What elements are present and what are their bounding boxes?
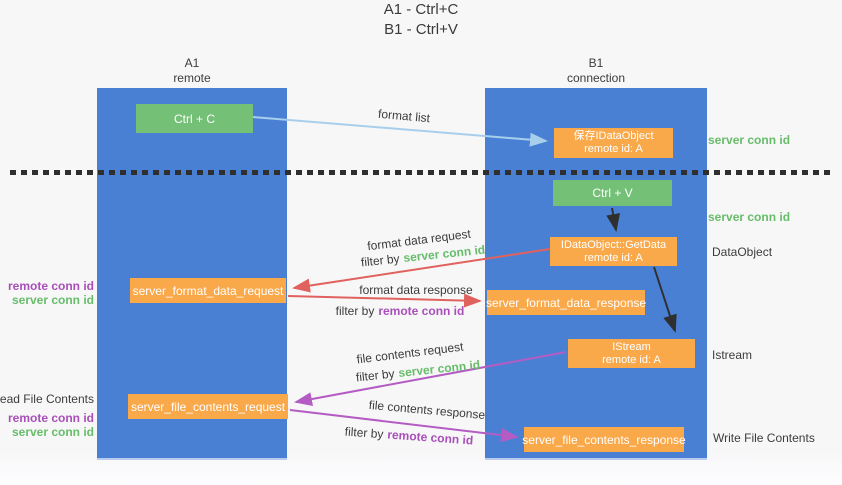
lane-a1-name: A1 — [184, 56, 200, 70]
node-file-response-label: server_file_contents_response — [522, 432, 686, 447]
diagram-title: A1 - Ctrl+C B1 - Ctrl+V — [0, 0, 842, 40]
node-server-file-contents-request: server_file_contents_request — [128, 394, 288, 419]
lane-a1-role: remote — [173, 71, 211, 85]
node-idataobject-getdata: IDataObject::GetData remote id: A — [550, 237, 677, 266]
node-format-response-label: server_format_data_response — [485, 295, 647, 310]
title-line-1: A1 - Ctrl+C — [383, 1, 459, 18]
node-server-file-contents-response: server_file_contents_response — [522, 427, 686, 452]
annotation-server-conn-id-left-bottom: server conn id — [11, 425, 94, 439]
annotation-server-conn-id-top: server conn id — [708, 133, 791, 147]
server-conn-id-key: server conn id — [397, 357, 481, 381]
annotation-remote-conn-id-bottom: remote conn id — [7, 411, 94, 425]
format-data-response-label: format data response — [359, 283, 473, 297]
lane-header-a1: A1 remote — [97, 56, 287, 86]
node-ctrl-v: Ctrl + V — [553, 180, 672, 206]
node-ctrl-v-label: Ctrl + V — [592, 186, 633, 200]
dashed-divider — [10, 170, 832, 175]
annotation-istream: Istream — [712, 348, 753, 362]
filter-by-prefix: filter by — [355, 366, 396, 385]
annotation-server-conn-id-mid: server conn id — [708, 210, 791, 224]
annotation-dataobject: DataObject — [712, 245, 773, 259]
annotation-read-file-contents: Read File Contents — [0, 392, 94, 406]
file-contents-response-label: file contents response — [368, 397, 486, 423]
node-save-idataobject: 保存IDataObject remote id: A — [554, 128, 673, 158]
remote-conn-id-key: remote conn id — [378, 304, 465, 318]
node-file-request-label: server_file_contents_request — [130, 399, 286, 414]
node-save-idataobject-line2: remote id: A — [584, 143, 643, 155]
node-format-request-label: server_format_data_request — [132, 283, 284, 298]
node-ctrl-c: Ctrl + C — [136, 104, 253, 133]
filter-by-prefix: filter by — [360, 251, 401, 270]
filter-by-prefix: filter by — [335, 304, 375, 318]
node-istream-line1: IStream — [612, 340, 651, 353]
node-ctrl-c-label: Ctrl + C — [173, 111, 215, 126]
lane-header-b1: B1 connection — [485, 56, 707, 86]
filter-by-prefix: filter by — [344, 424, 384, 442]
node-save-idataobject-line1: 保存IDataObject — [573, 130, 654, 142]
node-server-format-data-request: server_format_data_request — [130, 278, 286, 303]
node-istream-line2: remote id: A — [602, 353, 661, 366]
annotation-server-conn-id-left-top: server conn id — [11, 293, 94, 307]
format-list-label: format list — [377, 106, 431, 126]
remote-conn-id-key: remote conn id — [386, 427, 474, 448]
title-line-2: B1 - Ctrl+V — [384, 21, 458, 38]
annotation-remote-conn-id-top: remote conn id — [7, 279, 94, 293]
node-istream: IStream remote id: A — [568, 339, 695, 368]
lane-b1-name: B1 — [588, 56, 604, 70]
annotation-write-file-contents: Write File Contents — [713, 431, 815, 445]
node-getdata-line1: IDataObject::GetData — [560, 238, 667, 251]
lane-b1-role: connection — [566, 71, 626, 85]
node-getdata-line2: remote id: A — [584, 251, 643, 264]
node-server-format-data-response: server_format_data_response — [485, 290, 647, 315]
